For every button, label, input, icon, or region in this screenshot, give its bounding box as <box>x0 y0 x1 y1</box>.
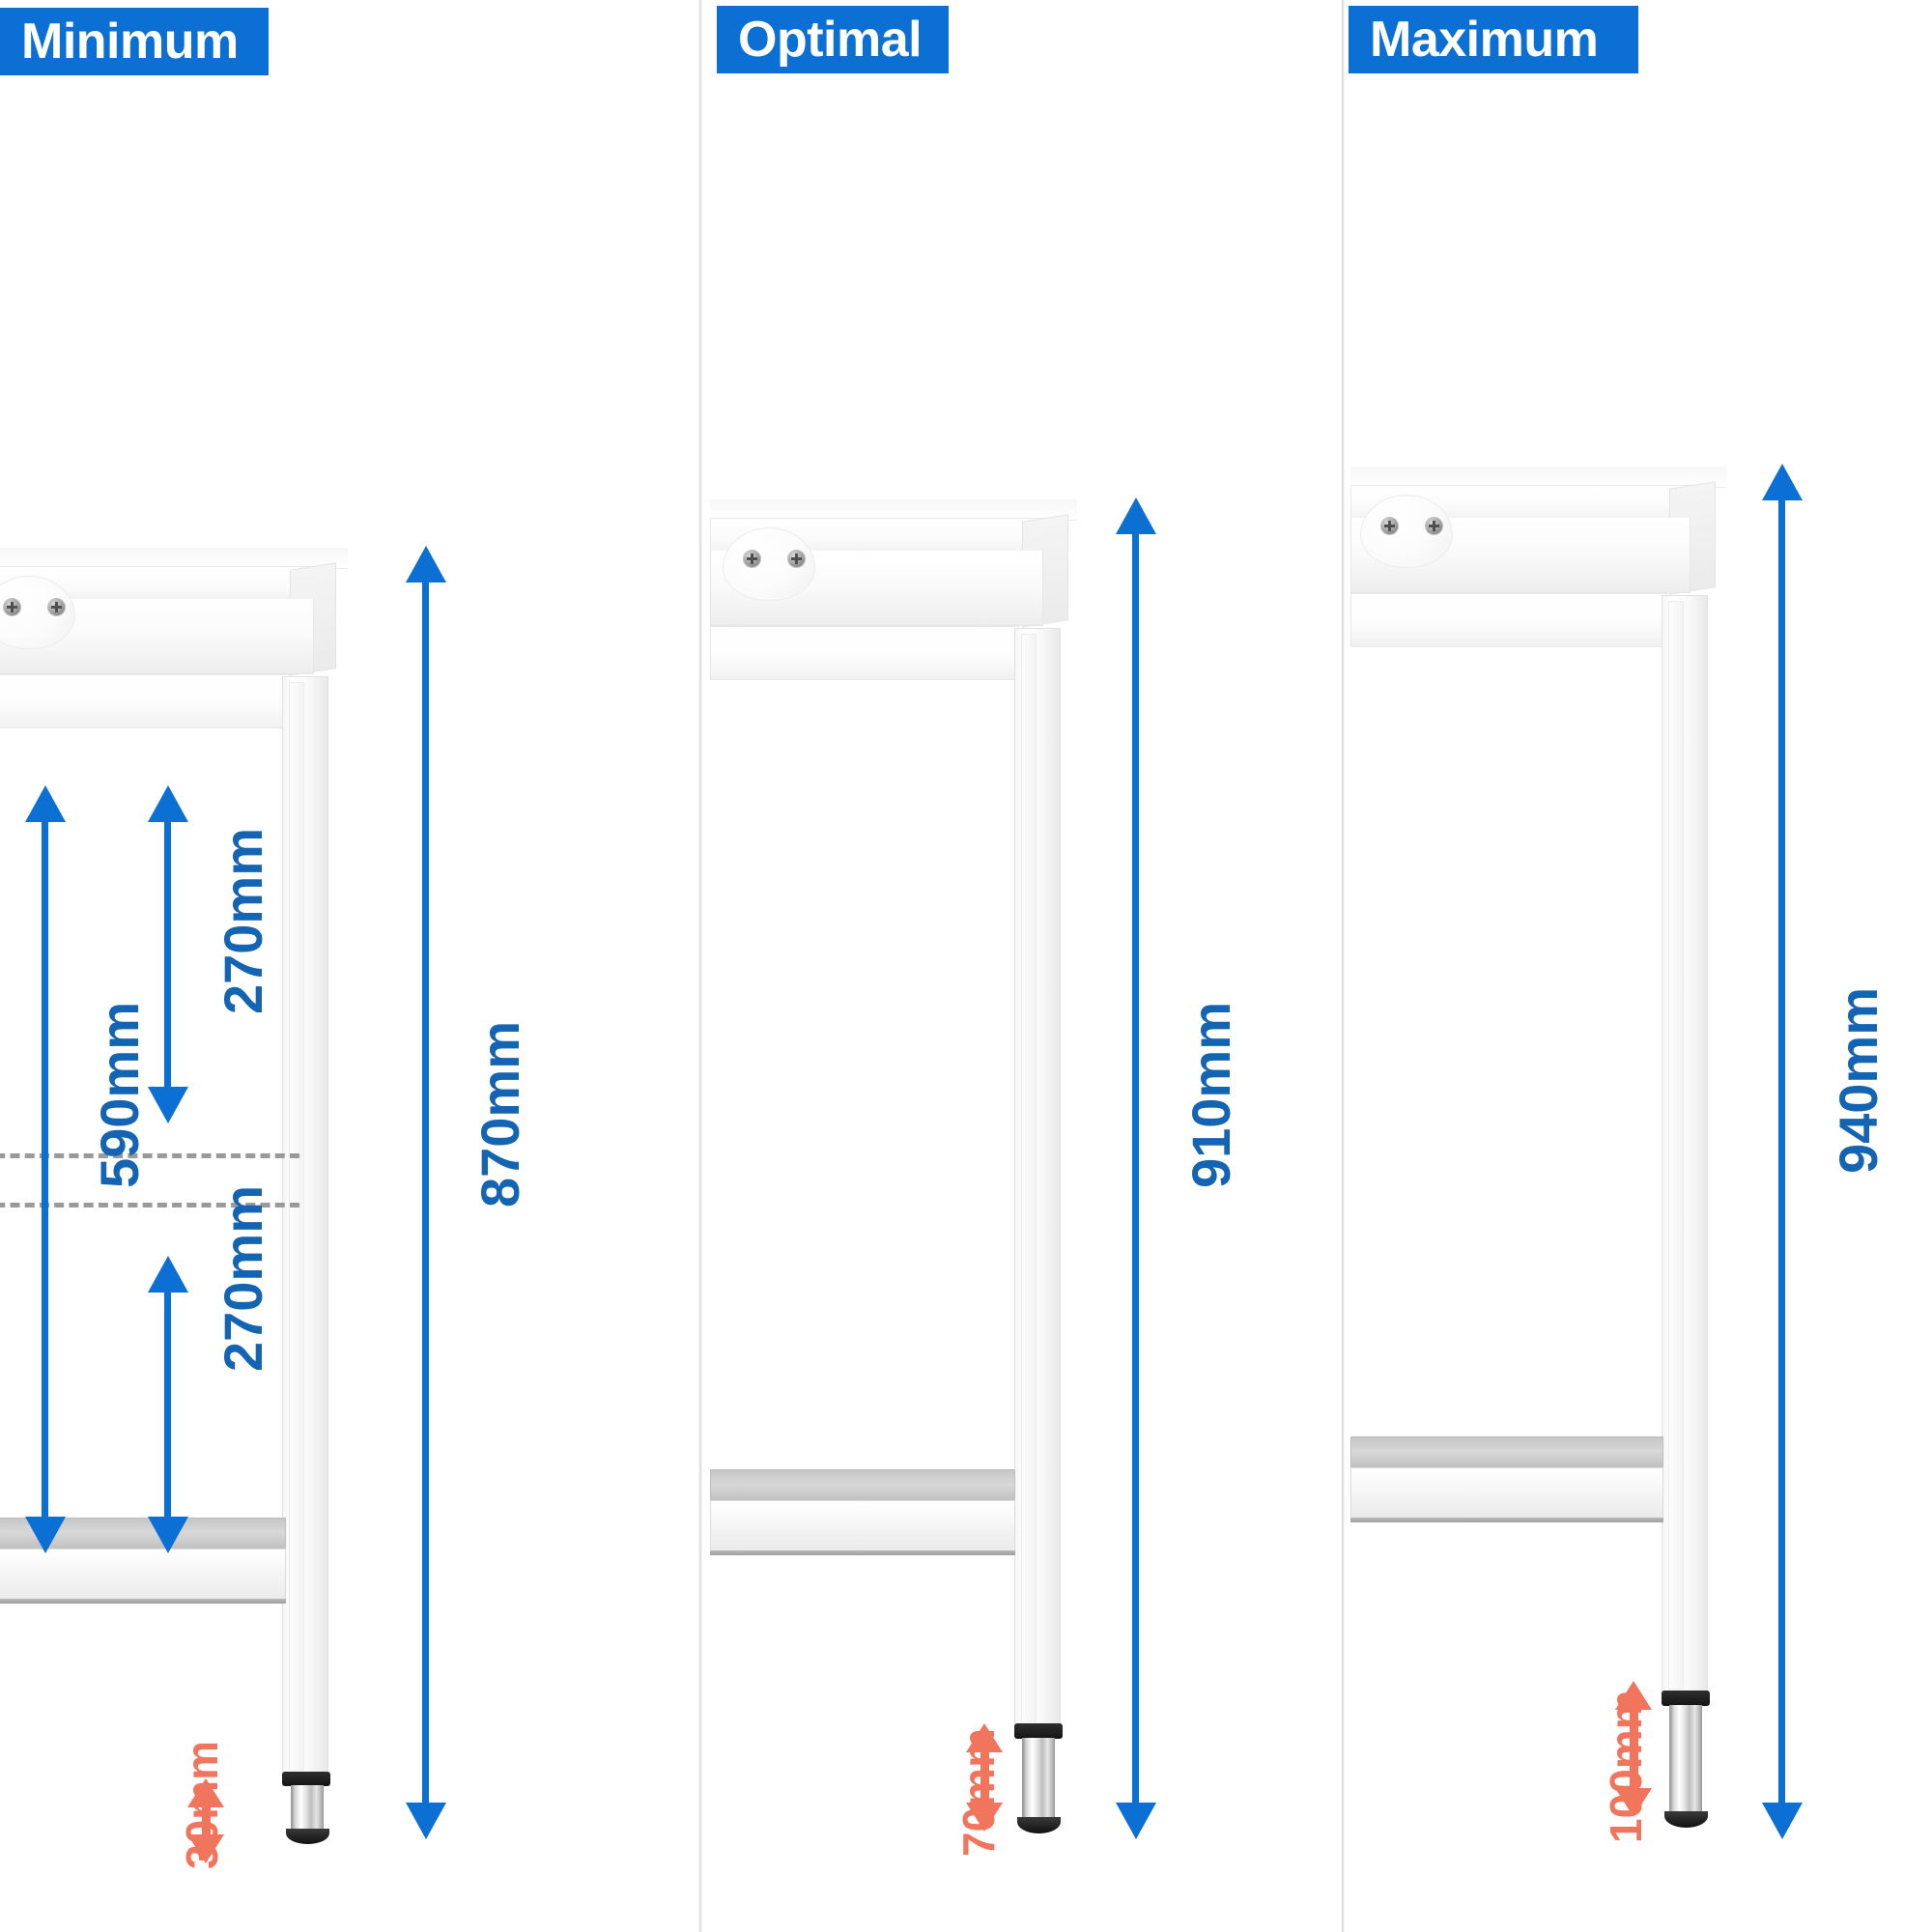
table-leg-max-front-inner <box>1668 601 1684 1690</box>
dimension-line-min-870 <box>422 580 429 1804</box>
dimension-line-max-940 <box>1778 497 1785 1804</box>
bracket-screw-max-1 <box>1381 518 1398 534</box>
foot-arrow-down-max <box>1615 1788 1652 1817</box>
leg-foot-shaft-opt <box>1022 1738 1055 1820</box>
foot-arrow-down-opt <box>966 1803 1003 1832</box>
dimension-arrow-down-min-590 <box>25 1517 66 1553</box>
lower-shelf-lip-opt <box>710 1550 1015 1555</box>
foot-label-opt: 70mm <box>953 1728 1004 1857</box>
dimension-line-min-270b <box>164 1290 171 1520</box>
lower-shelf-front-opt <box>710 1500 1015 1552</box>
dimension-label-opt-910: 910mm <box>1180 1001 1241 1188</box>
dimension-arrow-down-opt-910 <box>1116 1803 1156 1839</box>
panel-divider-2 <box>1341 0 1345 1932</box>
leg-foot-collar-max <box>1662 1690 1710 1706</box>
worktop-apron-min <box>0 674 290 728</box>
dimension-arrow-down-min-870 <box>406 1803 446 1839</box>
dimension-arrow-down-min-270b <box>148 1517 188 1553</box>
bracket-screw-opt-1 <box>744 551 760 567</box>
foot-line-opt <box>980 1750 989 1804</box>
dimension-label-min-590: 590mm <box>89 1001 150 1188</box>
lower-shelf-lip-max <box>1350 1518 1663 1522</box>
leg-foot-collar-opt <box>1014 1723 1063 1739</box>
worktop-apron-max <box>1350 593 1667 647</box>
foot-arrow-up-opt <box>966 1723 1003 1752</box>
lower-shelf-lip-min <box>0 1599 286 1604</box>
bracket-screw-max-2 <box>1426 518 1442 534</box>
leg-foot-shaft-max <box>1669 1705 1702 1814</box>
leg-foot-base-min <box>286 1829 329 1844</box>
dimension-label-max-940: 940mm <box>1828 986 1889 1174</box>
lower-shelf-surface-opt <box>710 1469 1015 1502</box>
bracket-screw-opt-2 <box>788 551 805 567</box>
panel-tag-optimal: Optimal <box>717 6 949 73</box>
foot-arrow-up-min <box>187 1778 224 1807</box>
foot-arrow-up-max <box>1615 1681 1652 1710</box>
dimension-arrow-down-min-270a <box>148 1087 188 1123</box>
dimension-label-min-270-upper: 270mm <box>213 827 273 1014</box>
leg-foot-collar-min <box>282 1772 330 1786</box>
dimension-label-min-870: 870mm <box>469 1020 530 1208</box>
dimension-arrow-up-max-940 <box>1762 464 1803 500</box>
dimension-arrow-up-min-590 <box>25 785 66 822</box>
leg-foot-base-max <box>1664 1811 1708 1828</box>
dimension-arrow-down-max-940 <box>1762 1803 1803 1839</box>
dimension-arrow-up-opt-910 <box>1116 497 1156 534</box>
foot-label-min: 30mm <box>177 1741 227 1869</box>
break-line-min-lower <box>0 1203 299 1208</box>
bracket-screw-min-2 <box>48 599 65 615</box>
lower-shelf-front-max <box>1350 1467 1663 1520</box>
panel-tag-minimum: Minimum <box>0 8 269 75</box>
dimension-line-opt-910 <box>1132 531 1139 1804</box>
table-leg-min-front-inner <box>289 682 304 1771</box>
worktop-apron-opt <box>710 626 1019 680</box>
lower-shelf-surface-max <box>1350 1436 1663 1469</box>
foot-arrow-down-min <box>187 1834 224 1863</box>
bracket-screw-min-1 <box>4 599 20 615</box>
dimension-line-min-270a <box>164 819 171 1090</box>
dimension-line-min-590 <box>42 819 48 1519</box>
break-line-min-upper <box>0 1153 299 1158</box>
panel-tag-maximum: Maximum <box>1349 6 1638 73</box>
foot-line-min <box>202 1805 211 1836</box>
panel-divider-1 <box>698 0 702 1932</box>
foot-label-max: 100mm <box>1601 1690 1651 1843</box>
dimension-arrow-up-min-270a <box>148 785 188 822</box>
leg-foot-shaft-min <box>291 1785 324 1832</box>
foot-line-max <box>1630 1708 1638 1790</box>
leg-foot-base-opt <box>1017 1817 1061 1833</box>
lower-shelf-front-min <box>0 1548 286 1601</box>
dimension-arrow-up-min-870 <box>406 546 446 582</box>
dimension-arrow-up-min-270b <box>148 1256 188 1293</box>
table-leg-opt-front-inner <box>1021 634 1037 1722</box>
dimension-label-min-270-lower: 270mm <box>213 1184 273 1372</box>
